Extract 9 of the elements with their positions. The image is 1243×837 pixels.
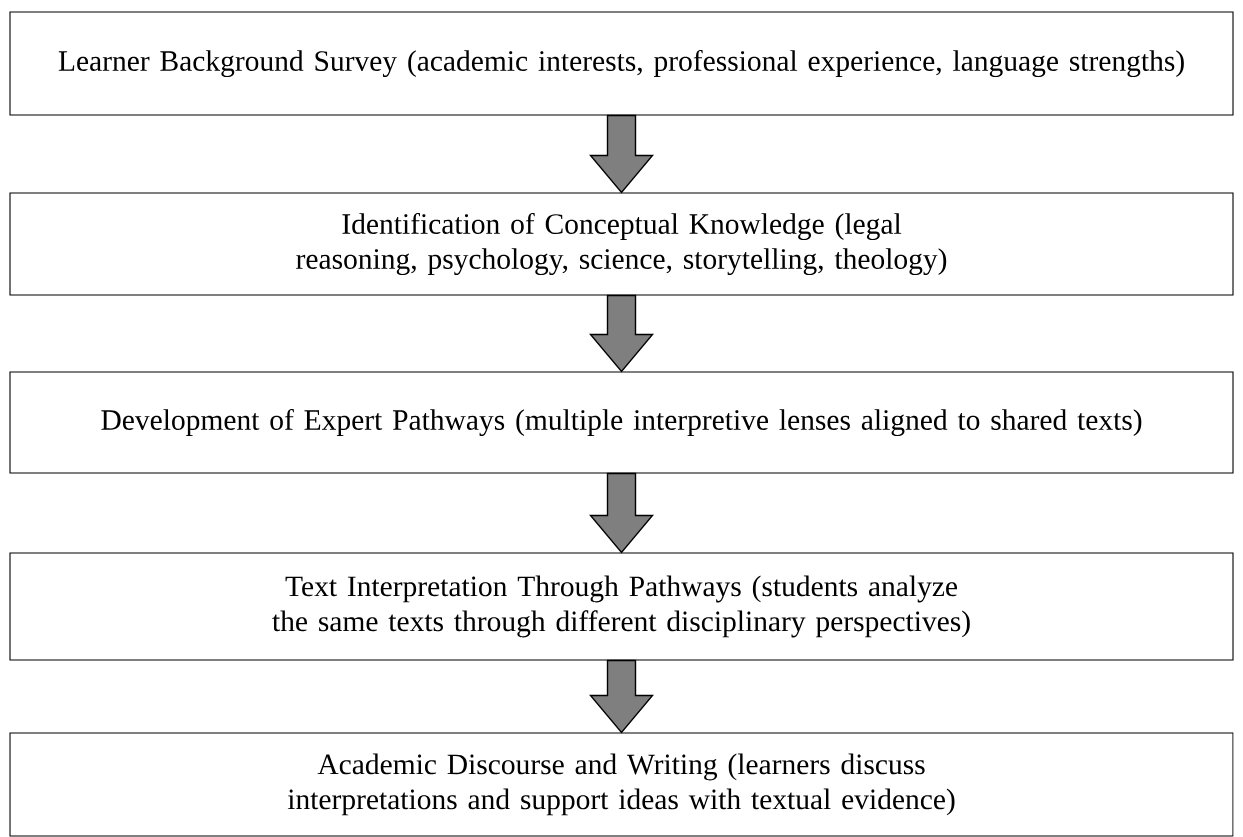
block-arrow — [589, 294, 654, 373]
block-arrow — [589, 114, 654, 194]
process-box: Academic Discourse and Writing (learners discuss interpretations and support ideas with textual evidence) — [9, 732, 1234, 837]
process-box: Development of Expert Pathways (multiple interpretive lenses aligned to shared texts) — [9, 371, 1234, 474]
process-box: Learner Background Survey (academic interests, professional experience, language strengths) — [9, 11, 1234, 116]
block-arrow — [589, 472, 654, 554]
block-arrow — [589, 659, 654, 734]
process-box: Identification of Conceptual Knowledge (legal reasoning, psychology, science, storytelling, theology) — [9, 192, 1234, 296]
process-box: Text Interpretation Through Pathways (students analyze the same texts through different disciplinary perspectives) — [9, 552, 1234, 661]
